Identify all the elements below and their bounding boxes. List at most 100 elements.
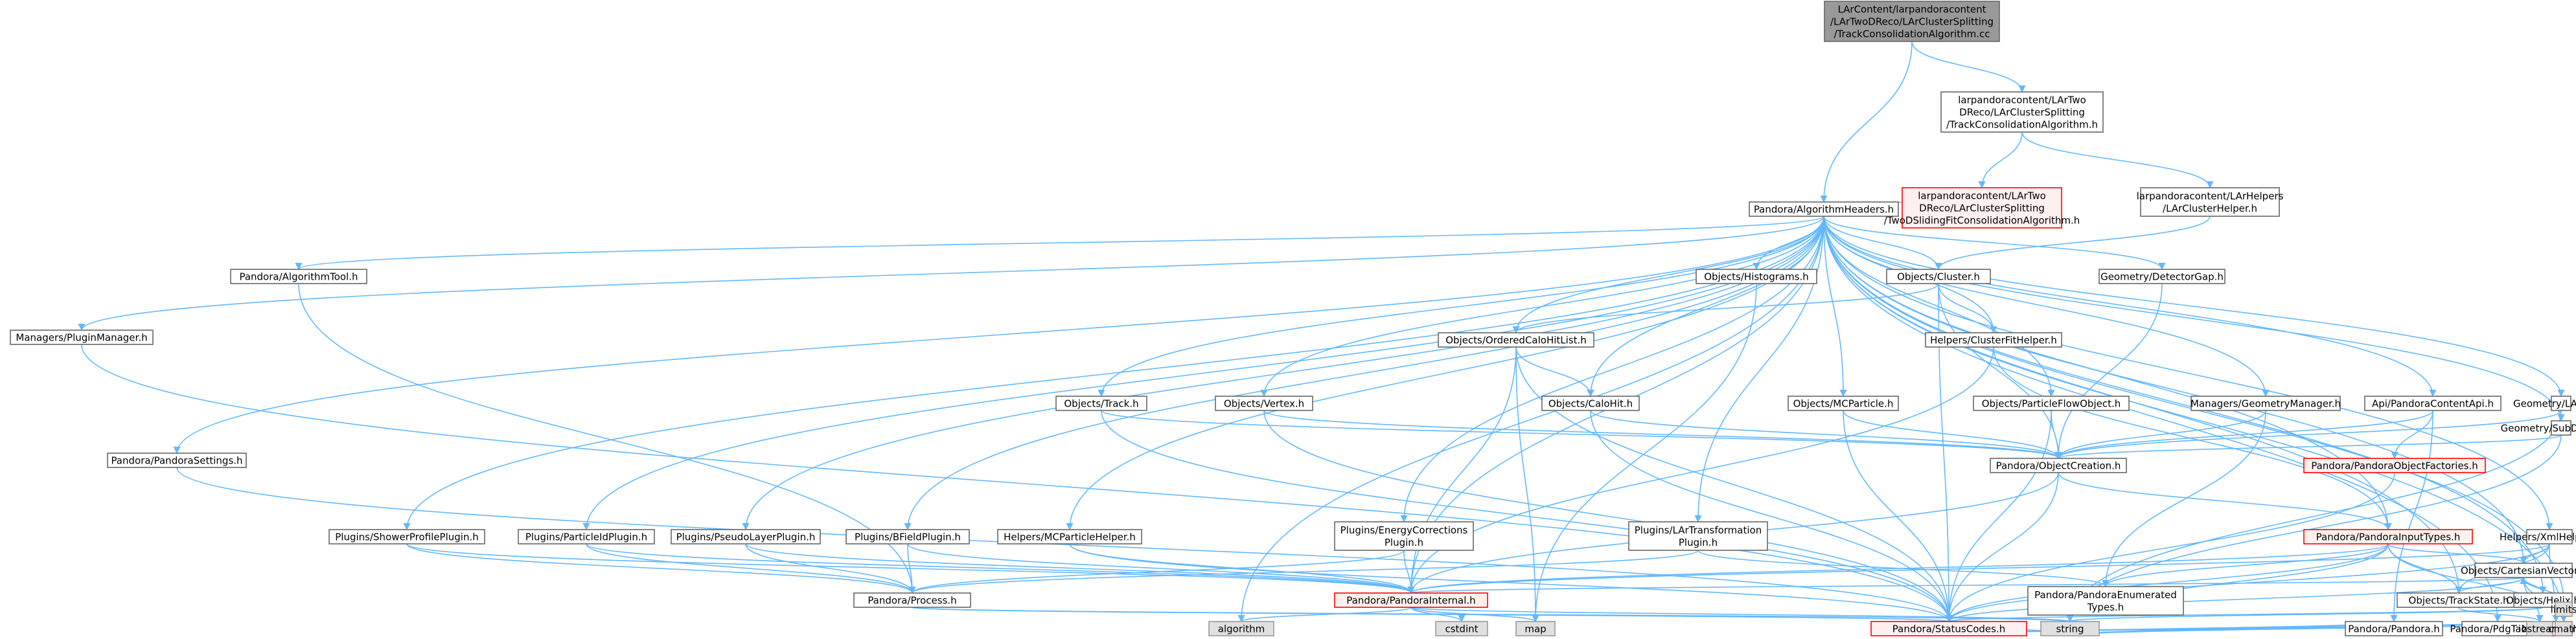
edge-ch-to-sc <box>1590 410 1953 623</box>
edge-api-to-pan <box>2390 410 2433 623</box>
node-spp[interactable]: Plugins/ShowerProfilePlugin.h <box>328 529 485 544</box>
node-pidp-label-line: Plugins/ParticleIdPlugin.h <box>525 532 647 543</box>
edge-mcp-to-oc <box>1843 410 2062 460</box>
node-proc[interactable]: Pandora/Process.h <box>853 592 971 608</box>
edge-ch-to-oc <box>1590 410 2062 460</box>
node-ah[interactable]: Pandora/AlgorithmHeaders.h <box>1749 201 1899 217</box>
node-bfp[interactable]: Plugins/BFieldPlugin.h <box>845 529 970 544</box>
node-map[interactable]: map <box>1515 621 1556 636</box>
node-mcph[interactable]: Helpers/MCParticleHelper.h <box>997 529 1142 544</box>
edge-ah-to-mcph <box>1066 216 1824 531</box>
node-ch[interactable]: Objects/CaloHit.h <box>1541 396 1640 411</box>
node-pit[interactable]: Pandora/PandoraInputTypes.h <box>2303 529 2473 544</box>
node-spp-box <box>328 529 485 544</box>
node-alg[interactable]: algorithm <box>1208 621 1274 636</box>
node-tdsf-box <box>1902 187 2062 229</box>
node-oc[interactable]: Pandora/ObjectCreation.h <box>1990 458 2127 473</box>
edge-tpc-to-oc <box>2054 410 2562 460</box>
node-oc-label-line: Pandora/ObjectCreation.h <box>1996 460 2121 472</box>
node-ch-box <box>1541 396 1640 411</box>
node-tcah-label-line: DReco/LArClusterSplitting <box>1959 107 2085 118</box>
node-str[interactable]: string <box>2040 621 2100 636</box>
node-och[interactable]: Objects/OrderedCaloHitList.h <box>1438 332 1594 348</box>
node-lim[interactable]: limits <box>2551 601 2576 617</box>
edge-tcah-to-tdsf <box>1978 131 2023 189</box>
node-tpc[interactable]: Geometry/LArTPC.h <box>2513 396 2576 411</box>
node-pm[interactable]: Managers/PluginManager.h <box>10 330 154 345</box>
node-pan[interactable]: Pandora/Pandora.h <box>2345 621 2443 636</box>
edge-ah-to-at <box>295 216 1824 271</box>
node-xml-box <box>2526 529 2573 544</box>
node-ts[interactable]: Objects/TrackState.h <box>2397 592 2521 608</box>
node-pfo-box <box>1973 396 2130 411</box>
node-mcp[interactable]: Objects/MCParticle.h <box>1788 396 1899 411</box>
edge-pi-to-cv <box>1410 576 2527 594</box>
node-hist[interactable]: Objects/Histograms.h <box>1696 269 1817 284</box>
node-pfo[interactable]: Objects/ParticleFlowObject.h <box>1973 396 2130 411</box>
edge-pof-to-sc <box>1945 472 2395 623</box>
node-plp-box <box>671 529 821 544</box>
node-ps[interactable]: Pandora/PandoraSettings.h <box>107 453 247 468</box>
node-tdsf[interactable]: larpandoracontent/LArTwoDReco/LArCluster… <box>1884 187 2080 229</box>
edge-ah-to-och <box>1512 216 1824 334</box>
edge-lach-to-cl <box>1935 216 2211 271</box>
edge-plp-to-pi <box>745 543 1415 594</box>
node-tdsf-label-line: /TwoDSlidingFitConsolidationAlgorithm.h <box>1884 215 2080 227</box>
node-vx[interactable]: Objects/Vertex.h <box>1215 396 1313 411</box>
node-plp[interactable]: Plugins/PseudoLayerPlugin.h <box>671 529 821 544</box>
node-ecp-label-line: Plugin.h <box>1385 537 1423 548</box>
edge-spp-to-pi <box>406 543 1415 594</box>
node-root-box <box>1824 1 2000 42</box>
edge-tpc-to-str <box>2066 410 2562 623</box>
node-cv[interactable]: Objects/CartesianVector.h <box>2461 563 2576 578</box>
node-ltp-label-line: Plugin.h <box>1679 537 1718 548</box>
node-pof-label-line: Pandora/PandoraObjectFactories.h <box>2311 460 2478 472</box>
node-cl[interactable]: Objects/Cluster.h <box>1886 269 1991 284</box>
edge-ah-to-ps <box>173 216 1824 454</box>
node-tcah[interactable]: larpandoracontent/LArTwoDReco/LArCluster… <box>1940 91 2104 133</box>
node-pof[interactable]: Pandora/PandoraObjectFactories.h <box>2303 458 2486 473</box>
edge-pi-to-alg <box>1237 607 1412 623</box>
node-cstd[interactable]: cstdint <box>1435 621 1488 636</box>
edge-cfh-to-pi <box>1407 346 1994 594</box>
node-cmath[interactable]: cmath <box>2548 621 2576 636</box>
node-lach[interactable]: larpandoracontent/LArHelpers/LArClusterH… <box>2137 187 2284 217</box>
edge-pidp-to-pi <box>586 543 1415 594</box>
node-gm[interactable]: Managers/GeometryManager.h <box>2191 396 2341 411</box>
node-api[interactable]: Api/PandoraContentApi.h <box>2364 396 2501 411</box>
edge-pi-to-str <box>1410 607 2073 623</box>
node-lim-box <box>2555 601 2573 617</box>
node-pi[interactable]: Pandora/PandoraInternal.h <box>1334 592 1488 608</box>
node-sc-label-line: Pandora/StatusCodes.h <box>1892 623 2005 635</box>
node-tr[interactable]: Objects/Track.h <box>1055 396 1147 411</box>
node-ios-box <box>2526 621 2553 636</box>
node-pof-box <box>2303 458 2486 473</box>
node-at[interactable]: Pandora/AlgorithmTool.h <box>230 269 367 284</box>
edge-ah-to-pm <box>78 216 1824 331</box>
node-str-box <box>2040 621 2100 636</box>
node-root-label-line: /LArTwoDReco/LArClusterSplitting <box>1830 16 1994 28</box>
node-sc[interactable]: Pandora/StatusCodes.h <box>1870 621 2027 636</box>
node-sd[interactable]: Geometry/SubDetector.h <box>2501 420 2576 436</box>
node-xml[interactable]: Helpers/XmlHelper.h <box>2500 529 2576 544</box>
node-dg[interactable]: Geometry/DetectorGap.h <box>2099 269 2225 284</box>
node-root-label-line: /TrackConsolidationAlgorithm.cc <box>1834 28 1990 40</box>
node-root-label-line: LArContent/larpandoracontent <box>1837 4 1986 16</box>
node-ts-label-line: Objects/TrackState.h <box>2409 595 2509 607</box>
node-pdg[interactable]: Pandora/PdgTable.h <box>2450 621 2546 636</box>
node-cfh[interactable]: Helpers/ClusterFitHelper.h <box>1925 332 2062 348</box>
node-alg-box <box>1208 621 1274 636</box>
node-cl-box <box>1886 269 1991 284</box>
node-ios[interactable]: iostream <box>2518 621 2561 636</box>
edge-ah-to-cmath <box>1823 216 2568 623</box>
edge-cl-to-och <box>1512 283 1939 334</box>
node-at-label-line: Pandora/AlgorithmTool.h <box>239 271 358 283</box>
node-dg-label-line: Geometry/DetectorGap.h <box>2100 271 2224 283</box>
node-cfh-label-line: Helpers/ClusterFitHelper.h <box>1930 335 2057 346</box>
edge-root-to-tcah <box>1911 41 2026 93</box>
node-pidp[interactable]: Plugins/ParticleIdPlugin.h <box>518 529 655 544</box>
node-root: LArContent/larpandoracontent/LArTwoDReco… <box>1824 1 2000 42</box>
